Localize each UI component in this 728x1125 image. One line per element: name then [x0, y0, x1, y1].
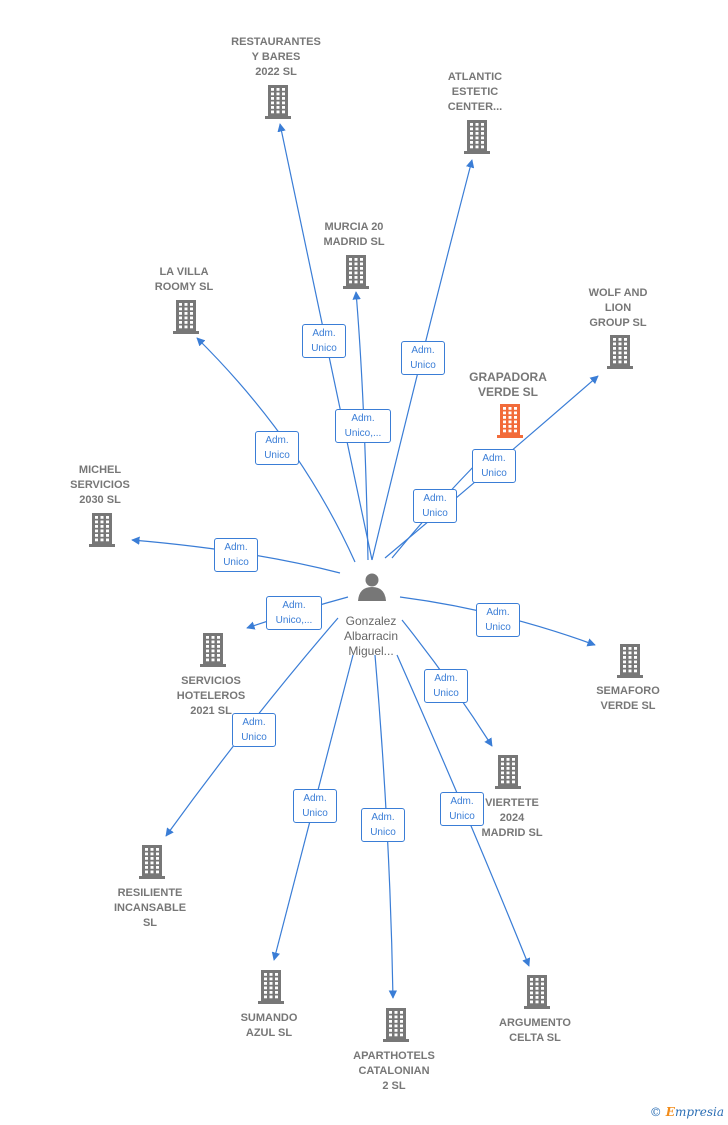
building-icon-wolf[interactable]	[607, 335, 633, 369]
footer-brand: ©Empresia	[650, 1105, 724, 1119]
edge-label-lavilla[interactable]: Adm. Unico	[255, 431, 299, 465]
building-icon-michel[interactable]	[89, 513, 115, 547]
company-label-servicios[interactable]: SERVICIOS HOTELEROS 2021 SL	[176, 675, 246, 717]
person-icon[interactable]	[358, 573, 386, 602]
building-icon-sumando[interactable]	[258, 970, 284, 1004]
person-label[interactable]: Gonzalez Albarracin Miguel...	[343, 614, 399, 658]
building-icon-restaurantes[interactable]	[265, 85, 291, 119]
company-label-viertete[interactable]: VIERTETE 2024 MADRID SL	[481, 797, 543, 839]
company-label-michel[interactable]: MICHEL SERVICIOS 2030 SL	[70, 464, 130, 506]
building-icon-semaforo[interactable]	[617, 644, 643, 678]
company-label-wolf[interactable]: WOLF AND LION GROUP SL	[588, 287, 648, 329]
building-icon-lavilla[interactable]	[173, 300, 199, 334]
building-icon-argumento[interactable]	[524, 975, 550, 1009]
building-icon-viertete[interactable]	[495, 755, 521, 789]
edge-label-argumento[interactable]: Adm. Unico	[440, 792, 484, 826]
building-icon-resiliente[interactable]	[139, 845, 165, 879]
company-label-lavilla[interactable]: LA VILLA ROOMY SL	[154, 266, 214, 293]
company-label-restaurantes[interactable]: RESTAURANTES Y BARES 2022 SL	[231, 36, 321, 78]
copyright-icon: ©	[649, 1105, 662, 1119]
building-icon-atlantic[interactable]	[464, 120, 490, 154]
building-icon-aparthotels[interactable]	[383, 1008, 409, 1042]
building-icon-grapadora[interactable]	[497, 404, 523, 438]
company-label-aparthotels[interactable]: APARTHOTELS CATALONIAN 2 SL	[353, 1050, 435, 1092]
company-label-atlantic[interactable]: ATLANTIC ESTETIC CENTER...	[447, 71, 503, 113]
building-icon-servicios[interactable]	[200, 633, 226, 667]
edge-label-michel[interactable]: Adm. Unico	[214, 538, 258, 572]
edge-label-atlantic[interactable]: Adm. Unico	[401, 341, 445, 375]
edge-label-wolf[interactable]: Adm. Unico	[472, 449, 516, 483]
edge-label-semaforo[interactable]: Adm. Unico	[476, 603, 520, 637]
edge-label-grapadora[interactable]: Adm. Unico	[413, 489, 457, 523]
company-label-sumando[interactable]: SUMANDO AZUL SL	[240, 1012, 298, 1039]
edge-label-resiliente[interactable]: Adm. Unico	[232, 713, 276, 747]
edge-label-servicios[interactable]: Adm. Unico,...	[266, 596, 322, 630]
company-label-argumento[interactable]: ARGUMENTO CELTA SL	[499, 1017, 571, 1044]
brand-name: mpresia	[674, 1105, 724, 1119]
building-icon-murcia[interactable]	[343, 255, 369, 289]
edge-label-murcia[interactable]: Adm. Unico,...	[335, 409, 391, 443]
company-label-murcia[interactable]: MURCIA 20 MADRID SL	[323, 221, 385, 248]
edge-restaurantes	[277, 123, 373, 561]
company-label-grapadora[interactable]: GRAPADORA VERDE SL	[469, 370, 547, 399]
company-label-semaforo[interactable]: SEMAFORO VERDE SL	[596, 685, 660, 712]
edge-label-sumando[interactable]: Adm. Unico	[293, 789, 337, 823]
company-label-resiliente[interactable]: RESILIENTE INCANSABLE SL	[113, 887, 187, 929]
edge-label-viertete[interactable]: Adm. Unico	[424, 669, 468, 703]
edge-label-aparthotels[interactable]: Adm. Unico	[361, 808, 405, 842]
edge-label-restaurantes[interactable]: Adm. Unico	[302, 324, 346, 358]
brand-initial: E	[665, 1105, 675, 1119]
